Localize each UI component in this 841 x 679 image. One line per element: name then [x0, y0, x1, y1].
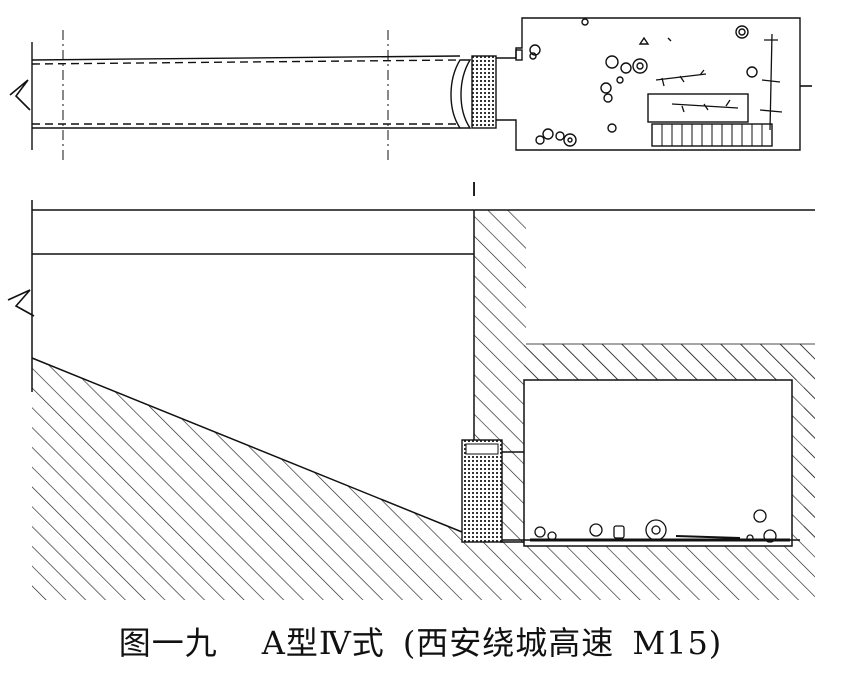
entrance-sealing	[450, 59, 472, 129]
section-sealing-bricks	[461, 439, 503, 543]
skeleton-2	[671, 99, 739, 113]
plan-break-symbol	[9, 79, 31, 111]
section-mark-label: I	[471, 179, 477, 201]
skeleton-3	[759, 33, 783, 131]
chamber-floor-objects	[534, 509, 777, 543]
ramp-top-edge	[31, 55, 461, 61]
ramp-floor-line	[31, 357, 463, 533]
figure-caption: 图一九 A型Ⅳ式 (西安绕城高速 M15)	[0, 618, 841, 664]
tomb-diagram: I	[7, 17, 815, 600]
ramp-soil-hatch	[32, 358, 462, 600]
caption-tomb-number: M15)	[632, 624, 723, 662]
caption-site: (西安绕城高速	[402, 624, 615, 662]
section-break-symbol	[7, 289, 35, 317]
sealing-brick-wall	[471, 55, 497, 129]
skeleton-1	[655, 69, 707, 87]
plan-view	[9, 17, 812, 160]
section-view	[7, 200, 815, 600]
caption-figure-number: 图一九	[118, 624, 218, 662]
chamber-plan-outline	[496, 17, 801, 151]
coffin-outline	[647, 93, 749, 123]
caption-type-label: A型Ⅳ式	[261, 624, 385, 662]
chamber-section	[523, 379, 793, 547]
